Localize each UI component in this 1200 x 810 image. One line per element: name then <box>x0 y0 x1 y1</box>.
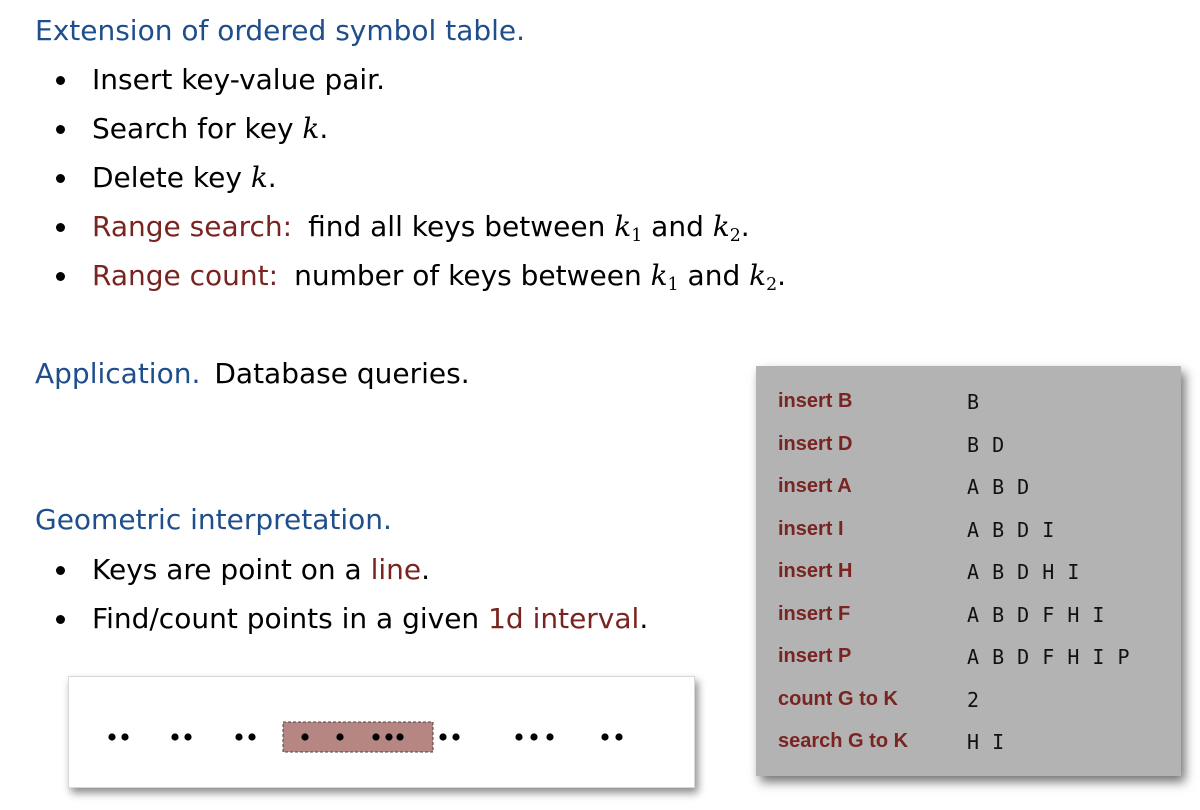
trace-value: A B D F H I <box>967 602 1105 627</box>
bullet-insert: Insert key-value pair. <box>54 63 786 112</box>
bullet-keys-on-line: Keys are point on a line. <box>54 553 648 602</box>
trace-row: insert F A B D F H I <box>756 603 1181 633</box>
period: . <box>639 602 649 635</box>
period: . <box>740 210 750 243</box>
bullet-search: Search for key k. <box>54 112 786 161</box>
trace-op: insert B <box>778 390 853 412</box>
bullet-text: Delete key <box>92 161 251 194</box>
trace-row: insert I A B D I <box>756 518 1181 548</box>
trace-row: insert H A B D H I <box>756 560 1181 590</box>
trace-value: A B D <box>967 475 1030 499</box>
and-text: and <box>678 259 750 292</box>
line-point <box>171 733 179 741</box>
term-range-search: Range search: <box>92 210 293 243</box>
line-point <box>184 733 192 741</box>
period: . <box>421 553 431 586</box>
var-k2: k2 <box>712 210 741 246</box>
operations-list: Insert key-value pair. Search for key k.… <box>54 63 786 308</box>
line-point <box>372 733 380 741</box>
var-k: k <box>250 161 268 194</box>
application-line: Application. Database queries. <box>35 357 470 391</box>
line-point <box>546 733 554 741</box>
term-1d-interval: 1d interval <box>488 602 640 635</box>
application-label: Application. <box>35 357 201 390</box>
line-point <box>439 733 447 741</box>
trace-row: insert P A B D F H I P <box>756 645 1181 675</box>
trace-row: insert B B <box>756 390 1181 420</box>
trace-op: insert I <box>778 517 844 540</box>
bullet-find-count: Find/count points in a given 1d interval… <box>54 602 648 651</box>
line-point <box>248 733 256 741</box>
trace-op: insert F <box>778 602 851 625</box>
trace-value: B <box>967 390 980 414</box>
line-point <box>615 733 623 741</box>
trace-value: H I <box>967 730 1005 754</box>
var-k: k <box>302 112 320 145</box>
trace-value: A B D I <box>967 517 1055 542</box>
trace-row: insert D B D <box>756 433 1181 463</box>
application-text: Database queries. <box>214 357 470 390</box>
line-point <box>515 733 523 741</box>
trace-op: insert P <box>778 645 852 667</box>
trace-row: count G to K 2 <box>756 688 1181 718</box>
var-k1: k1 <box>614 210 643 246</box>
trace-op: insert A <box>778 475 852 497</box>
line-point <box>601 733 609 741</box>
bullet-delete: Delete key k. <box>54 161 786 210</box>
points-group <box>108 733 623 741</box>
bullet-text: Keys are point on a <box>92 553 371 586</box>
period: . <box>319 112 329 145</box>
section-heading-extension: Extension of ordered symbol table. <box>35 14 526 47</box>
line-point <box>385 733 393 741</box>
term-range-count: Range count: <box>92 259 279 292</box>
bullet-text: number of keys between <box>294 259 651 292</box>
trace-op: insert D <box>778 432 853 455</box>
var-k2: k2 <box>749 259 778 295</box>
trace-value: B D <box>967 432 1005 457</box>
line-point <box>396 733 404 741</box>
line-point <box>235 733 243 741</box>
trace-row: search G to K H I <box>756 730 1181 760</box>
period: . <box>267 161 277 194</box>
interval-diagram <box>108 721 623 753</box>
line-point <box>301 733 309 741</box>
period: . <box>777 259 787 292</box>
trace-row: insert A A B D <box>756 475 1181 505</box>
bullet-text: Find/count points in a given <box>92 602 489 635</box>
line-point <box>452 733 460 741</box>
trace-value: 2 <box>967 687 980 712</box>
trace-op: count G to K <box>778 687 898 710</box>
trace-op: search G to K <box>778 730 909 752</box>
section-heading-geometric: Geometric interpretation. <box>35 503 392 536</box>
bullet-text: Search for key <box>92 112 303 145</box>
line-point <box>108 733 116 741</box>
term-line: line <box>370 553 422 586</box>
bullet-range-search: Range search: find all keys between k1 an… <box>54 210 786 259</box>
bullet-text: Insert key-value pair. <box>92 63 386 96</box>
bullet-text: find all keys between <box>308 210 615 243</box>
line-point <box>336 733 344 741</box>
line-point <box>530 733 538 741</box>
interval-figure <box>68 676 695 788</box>
bullet-range-count: Range count: number of keys between k1 an… <box>54 259 786 308</box>
trace-op: insert H <box>778 560 853 582</box>
var-k1: k1 <box>650 259 679 295</box>
geometric-list: Keys are point on a line. Find/count poi… <box>54 553 648 651</box>
trace-value: A B D F H I P <box>967 645 1131 669</box>
trace-value: A B D H I <box>967 560 1080 584</box>
line-point <box>121 733 129 741</box>
and-text: and <box>642 210 713 243</box>
